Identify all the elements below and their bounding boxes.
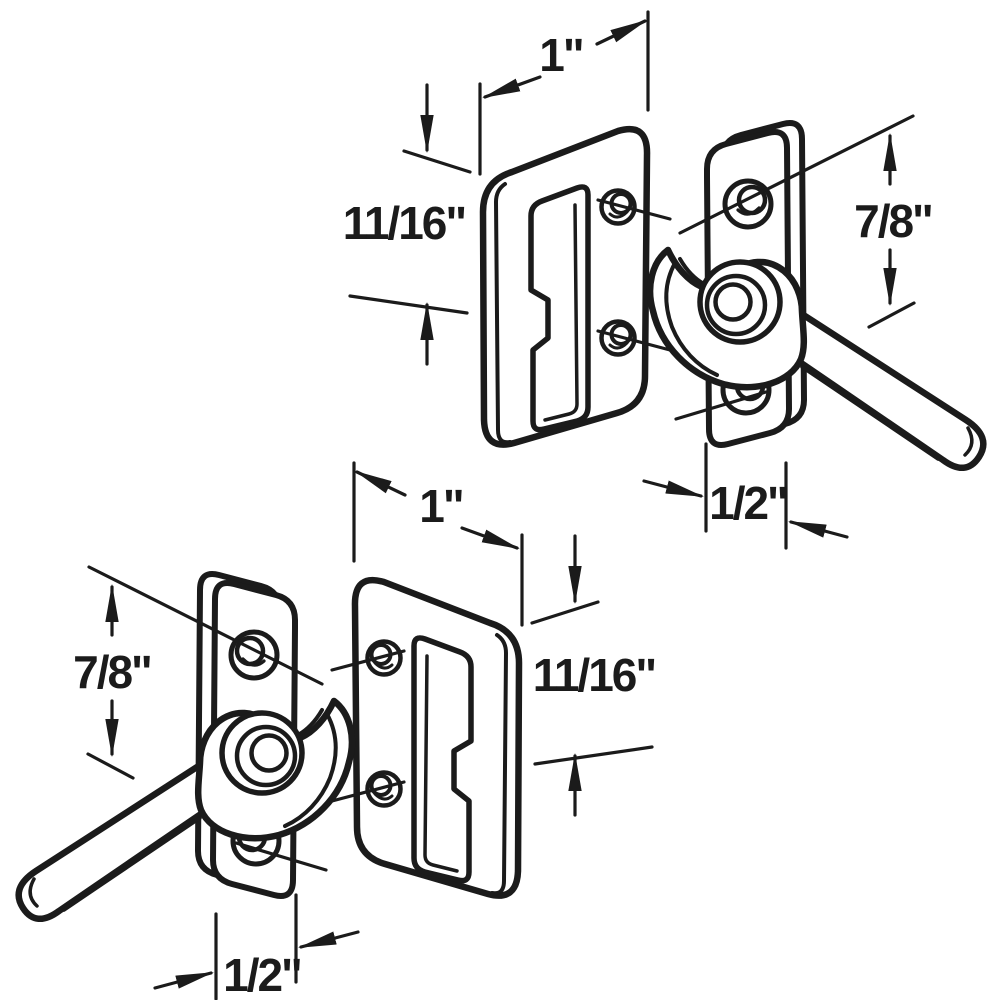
dim-label-bottom-width: 1" [419, 480, 462, 532]
dim-label-top-width: 1" [539, 29, 582, 81]
dim-label-top-latch-width: 1/2" [709, 477, 787, 529]
latch-screw-top [722, 178, 774, 230]
dim-label-top-keeper-height: 11/16" [343, 197, 465, 249]
cam-hub-hole [713, 282, 753, 322]
lock-cam [646, 246, 808, 391]
dim-label-bottom-latch-height: 7/8" [73, 646, 151, 698]
dim-label-top-latch-height: 7/8" [854, 195, 932, 247]
latch-lever-unit [646, 120, 987, 471]
dimension-lines [348, 10, 916, 550]
keeper-plate [479, 125, 651, 448]
mirrored-assembly [19, 463, 652, 999]
dimension-labels: 1" 11/16" 7/8" 1/2" 1" 11/16" 7/8" 1/2" [73, 29, 934, 1000]
dim-label-bottom-keeper-height: 11/16" [533, 649, 655, 701]
dim-label-bottom-latch-width: 1/2" [223, 949, 301, 1000]
